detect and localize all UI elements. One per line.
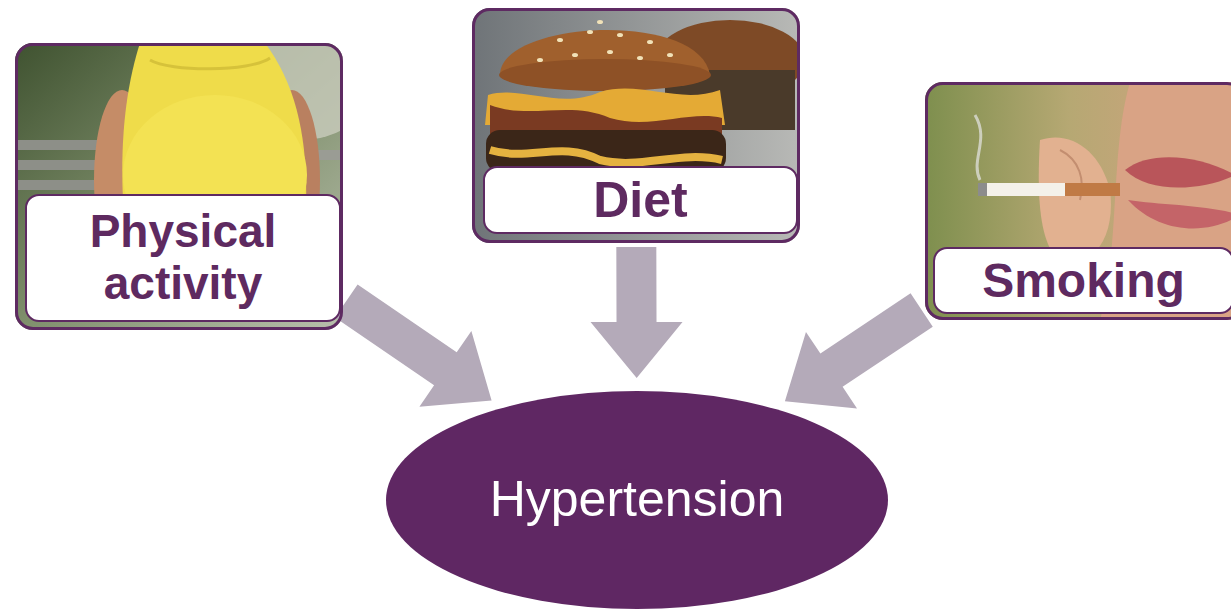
label-panel: Diet xyxy=(483,166,798,234)
block-arrow xyxy=(335,285,492,407)
node-label: Physical activity xyxy=(37,206,329,309)
risk-factor-box: Physical activity xyxy=(15,43,343,330)
node-label: Smoking xyxy=(982,254,1185,308)
node-label: Diet xyxy=(593,172,687,228)
burger-photo xyxy=(472,8,800,243)
ellipse-fill xyxy=(386,391,888,609)
ellipse-text-area: Hypertension xyxy=(385,390,889,610)
obese-person-photo xyxy=(15,43,343,330)
block-arrow xyxy=(591,247,683,378)
block-arrow xyxy=(785,293,933,408)
smoking-photo xyxy=(925,82,1231,320)
node-label: Hypertension xyxy=(490,471,785,529)
label-panel: Smoking xyxy=(933,247,1231,314)
risk-factor-box: Diet xyxy=(472,8,800,243)
label-panel: Physical activity xyxy=(25,194,341,322)
risk-factor-box: Smoking xyxy=(925,82,1231,320)
outcome-ellipse: Hypertension xyxy=(385,390,889,610)
